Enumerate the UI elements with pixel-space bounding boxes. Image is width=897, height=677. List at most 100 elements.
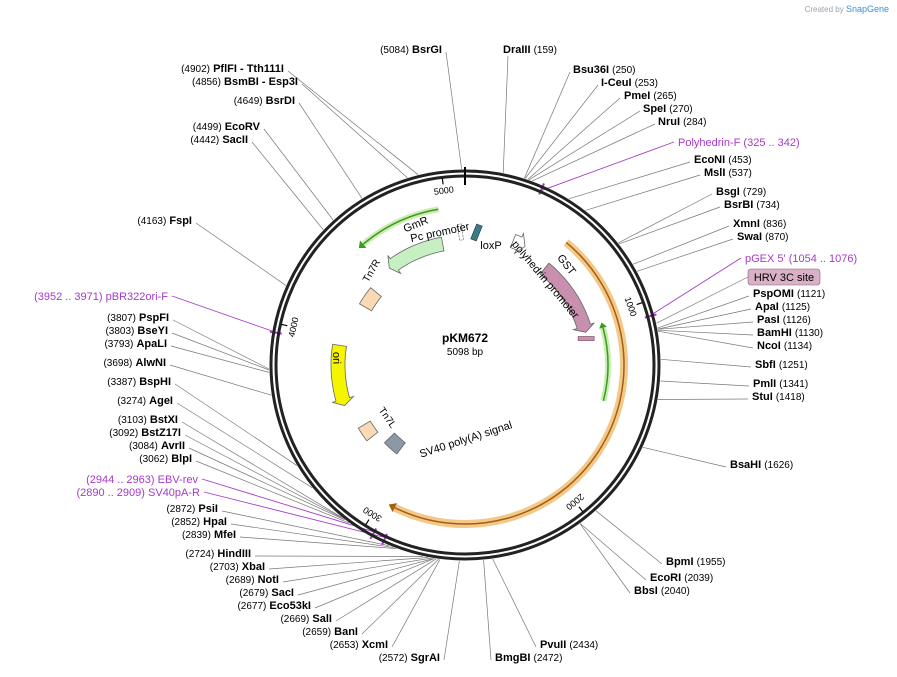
enzyme-stui[interactable]: StuI (1418) [752, 391, 805, 403]
enzyme-name: SwaI [737, 231, 762, 243]
enzyme-bsrgi[interactable]: (5084) BsrGI [380, 44, 442, 56]
enzyme-bseyi[interactable]: (3803) BseYI [105, 325, 168, 337]
enzyme-position: (1125) [782, 302, 810, 313]
enzyme-msli[interactable]: MslI (537) [704, 167, 752, 179]
enzyme-bsgi[interactable]: BsgI (729) [716, 186, 766, 198]
leader-xbai [268, 557, 429, 570]
enzyme-position: (4499) [193, 122, 222, 133]
leader-sbfi [660, 358, 752, 368]
feature-loxp [470, 223, 483, 242]
enzyme-bsahi[interactable]: BsaHI (1626) [730, 459, 793, 471]
enzyme-name: SgrAI [411, 652, 440, 664]
enzyme-mfei[interactable]: (2839) MfeI [182, 529, 236, 541]
gmr-orf-line [362, 208, 439, 245]
enzyme-psii[interactable]: (2872) PsiI [166, 503, 218, 515]
enzyme-xbai[interactable]: (2703) XbaI [210, 561, 265, 573]
label-tn7l: Tn7L [376, 406, 398, 431]
enzyme-position: (3793) [104, 339, 133, 350]
enzyme-pmei[interactable]: PmeI (265) [624, 90, 677, 102]
enzyme-alwni[interactable]: (3698) AlwNI [103, 357, 166, 369]
enzyme-bamhi[interactable]: BamHI (1130) [757, 327, 823, 339]
primer-leader-ebv-rev [201, 478, 375, 533]
enzyme-xcmi[interactable]: (2653) XcmI [330, 639, 388, 651]
enzyme-bsrdi[interactable]: (4649) BsrDI [234, 95, 295, 107]
orf-orange-head [388, 503, 398, 513]
leader-pmei [527, 97, 621, 180]
leader-ecorv [263, 128, 334, 221]
enzyme-bbsi[interactable]: BbsI (2040) [634, 585, 690, 597]
enzyme-position: (729) [743, 187, 766, 198]
plasmid-name: pKM672 [442, 331, 488, 345]
enzyme-bsphi[interactable]: (3387) BspHI [107, 376, 171, 388]
enzyme-extra: - Tth111I [240, 63, 284, 75]
leader-bani [361, 558, 439, 635]
enzyme-position: (2653) [330, 640, 359, 651]
enzyme-apai[interactable]: ApaI (1125) [755, 301, 810, 313]
enzyme-pspfi[interactable]: (3807) PspFI [107, 312, 169, 324]
enzyme-i-ceui[interactable]: I-CeuI (253) [601, 77, 658, 89]
enzyme-position: (253) [635, 78, 658, 89]
enzyme-sacii[interactable]: (4442) SacII [190, 134, 248, 146]
enzyme-bsrbi[interactable]: BsrBI (734) [724, 199, 780, 211]
enzyme-spei[interactable]: SpeI (270) [643, 103, 693, 115]
enzyme-pflfi[interactable]: (4902) PflFI - Tth111I [181, 63, 284, 75]
leader-swai [636, 238, 734, 272]
primer-polyhedrin-f[interactable]: Polyhedrin-F (325 .. 342) [678, 137, 800, 149]
enzyme-econi[interactable]: EcoNI (453) [694, 154, 752, 166]
leader-pmli [660, 380, 750, 387]
hrv3c-site-label[interactable]: HRV 3C site [747, 268, 821, 286]
leader-draiii [502, 55, 509, 173]
enzyme-draiii[interactable]: DraIII (159) [503, 44, 557, 56]
feature-tn7r [358, 287, 382, 312]
leader-msli [585, 174, 701, 211]
orf-green-head [599, 322, 607, 329]
enzyme-sali[interactable]: (2669) SalI [280, 613, 332, 625]
primer-pgex-5[interactable]: pGEX 5' (1054 .. 1076) [745, 253, 857, 265]
enzyme-position: (1626) [764, 460, 793, 471]
enzyme-noti[interactable]: (2689) NotI [226, 574, 279, 586]
leader-hpai [230, 523, 394, 548]
enzyme-ecorv[interactable]: (4499) EcoRV [193, 121, 261, 133]
primer-range: (2890 .. 2909) [76, 487, 145, 499]
enzyme-agei[interactable]: (3274) AgeI [117, 395, 173, 407]
enzyme-hpai[interactable]: (2852) HpaI [171, 516, 227, 528]
enzyme-pmli[interactable]: PmlI (1341) [753, 378, 808, 390]
enzyme-ecori[interactable]: EcoRI (2039) [650, 572, 713, 584]
enzyme-apali[interactable]: (3793) ApaLI [104, 338, 167, 350]
enzyme-bstxi[interactable]: (3103) BstXI [118, 414, 178, 426]
enzyme-ncoi[interactable]: NcoI (1134) [757, 340, 812, 352]
primer-leader-polyhedrin-f [540, 141, 675, 192]
enzyme-pvuii[interactable]: PvuII (2434) [540, 639, 598, 651]
enzyme-position: (3092) [109, 428, 138, 439]
enzyme-bpmi[interactable]: BpmI (1955) [666, 556, 725, 568]
enzyme-pasi[interactable]: PasI (1126) [757, 314, 811, 326]
primer-pbr322ori-f[interactable]: (3952 .. 3971) pBR322ori-F [34, 291, 168, 303]
primer-name: pBR322ori-F [106, 291, 169, 303]
enzyme-fspi[interactable]: (4163) FspI [137, 215, 192, 227]
tick-label-3000: 3000 [361, 505, 383, 524]
enzyme-position: (2572) [379, 653, 408, 664]
leader-ncoi [658, 330, 754, 349]
enzyme-bani[interactable]: (2659) BanI [302, 626, 358, 638]
enzyme-hindiii[interactable]: (2724) HindIII [185, 548, 251, 560]
enzyme-bsu36i[interactable]: Bsu36I (250) [573, 64, 636, 76]
enzyme-swai[interactable]: SwaI (870) [737, 231, 789, 243]
enzyme-avrii[interactable]: (3084) AvrII [129, 440, 185, 452]
enzyme-saci[interactable]: (2679) SacI [239, 587, 294, 599]
enzyme-nrui[interactable]: NruI (284) [658, 116, 706, 128]
enzyme-pspomi[interactable]: PspOMI (1121) [753, 288, 825, 300]
enzyme-xmni[interactable]: XmnI (836) [733, 218, 786, 230]
primer-sv40pa-r[interactable]: (2890 .. 2909) SV40pA-R [76, 487, 200, 499]
primer-ebv-rev[interactable]: (2944 .. 2963) EBV-rev [86, 474, 198, 486]
enzyme-bmgbi[interactable]: BmgBI (2472) [495, 652, 562, 664]
leader-hrv3c [656, 276, 749, 324]
enzyme-sgrai[interactable]: (2572) SgrAI [379, 652, 440, 664]
enzyme-sbfi[interactable]: SbfI (1251) [755, 359, 808, 371]
enzyme-eco53ki[interactable]: (2677) Eco53kI [237, 600, 311, 612]
enzyme-bstz17i[interactable]: (3092) BstZ17I [109, 427, 181, 439]
enzyme-position: (1130) [795, 328, 823, 339]
enzyme-position: (1251) [779, 360, 808, 371]
enzyme-blpi[interactable]: (3062) BlpI [139, 453, 192, 465]
enzyme-bsmbi[interactable]: (4856) BsmBI - Esp3I [192, 76, 298, 88]
